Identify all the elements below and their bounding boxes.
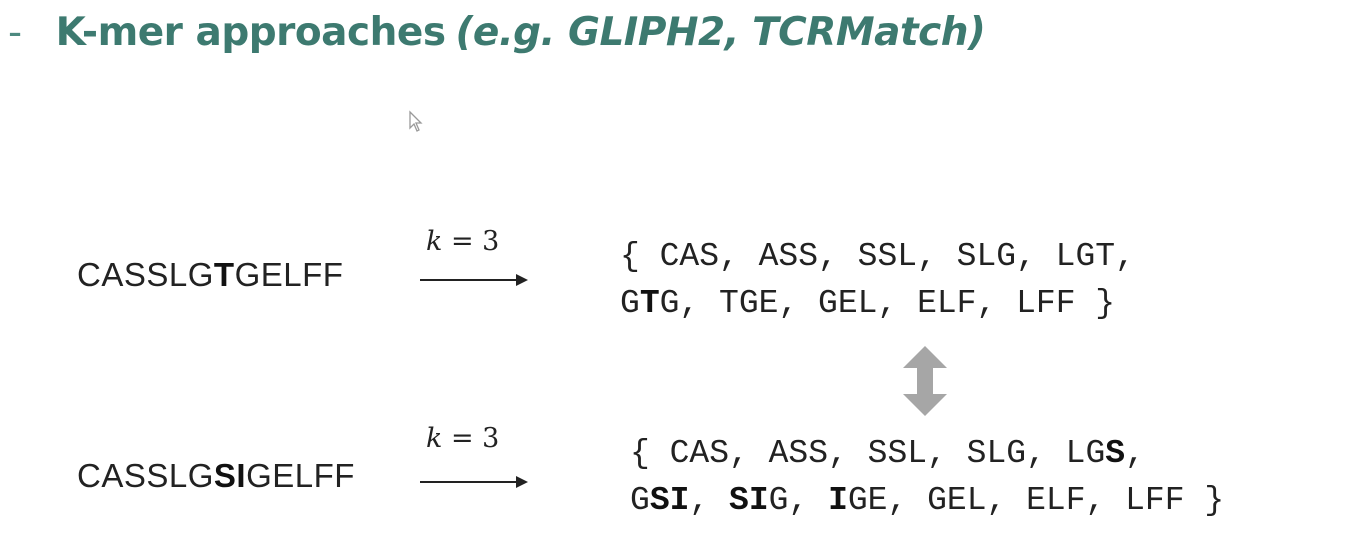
- kmer-line: GTG, TGE, GEL, ELF, LFF }: [620, 280, 1135, 327]
- kmer-set-2: { CAS, ASS, SSL, SLG, LGS,GSI, SIG, IGE,…: [630, 430, 1224, 524]
- kmer-line: GSI, SIG, IGE, GEL, ELF, LFF }: [630, 477, 1224, 524]
- highlighted-residue: T: [213, 256, 235, 293]
- sequence-segment: ,: [689, 482, 730, 519]
- sequence-2: CASSLGSIGELFF: [77, 457, 355, 495]
- slide-heading: - K-mer approaches (e.g. GLIPH2, TCRMatc…: [8, 4, 986, 60]
- sequence-segment: G, TGE, GEL, ELF, LFF }: [659, 285, 1116, 322]
- highlighted-residue: T: [639, 285, 660, 322]
- sequence-segment: { CAS, ASS, SSL, SLG, LGT,: [620, 238, 1135, 275]
- kmer-line: { CAS, ASS, SSL, SLG, LGT,: [620, 233, 1135, 280]
- right-arrow-icon: [420, 274, 528, 286]
- sequence-1: CASSLGTGELFF: [77, 256, 343, 294]
- right-arrow-icon: [420, 476, 528, 488]
- sequence-segment: G: [630, 482, 650, 519]
- k-value: = 3: [442, 423, 500, 454]
- k-variable: k: [426, 423, 443, 454]
- k-label-2: k = 3: [426, 423, 499, 454]
- sequence-segment: { CAS, ASS, SSL, SLG, LG: [630, 435, 1106, 472]
- highlighted-residue: SI: [649, 482, 690, 519]
- sequence-segment: G,: [768, 482, 829, 519]
- heading-examples-text: (e.g. GLIPH2, TCRMatch): [455, 9, 986, 55]
- k-label-1: k = 3: [426, 226, 499, 257]
- sequence-segment: ,: [1125, 435, 1145, 472]
- kmer-set-1: { CAS, ASS, SSL, SLG, LGT, GTG, TGE, GEL,…: [620, 233, 1135, 327]
- highlighted-residue: S: [1105, 435, 1126, 472]
- sequence-segment: CASSLG: [77, 457, 214, 494]
- kmer-line: { CAS, ASS, SSL, SLG, LGS,: [630, 430, 1224, 477]
- sequence-segment: GELFF: [246, 457, 355, 494]
- highlighted-residue: SI: [729, 482, 769, 519]
- sequence-segment: G: [620, 285, 640, 322]
- highlighted-residue: I: [828, 482, 848, 519]
- double-headed-arrow-icon: [903, 346, 947, 416]
- highlighted-residue: SI: [213, 457, 247, 494]
- sequence-segment: CASSLG: [77, 256, 214, 293]
- k-variable: k: [426, 226, 443, 257]
- heading-main-text: K-mer approaches: [55, 9, 446, 55]
- sequence-segment: GE, GEL, ELF, LFF }: [847, 482, 1225, 519]
- k-value: = 3: [442, 226, 500, 257]
- sequence-segment: GELFF: [234, 256, 344, 293]
- mouse-pointer-icon: [409, 110, 423, 132]
- bullet-dash: -: [8, 9, 22, 55]
